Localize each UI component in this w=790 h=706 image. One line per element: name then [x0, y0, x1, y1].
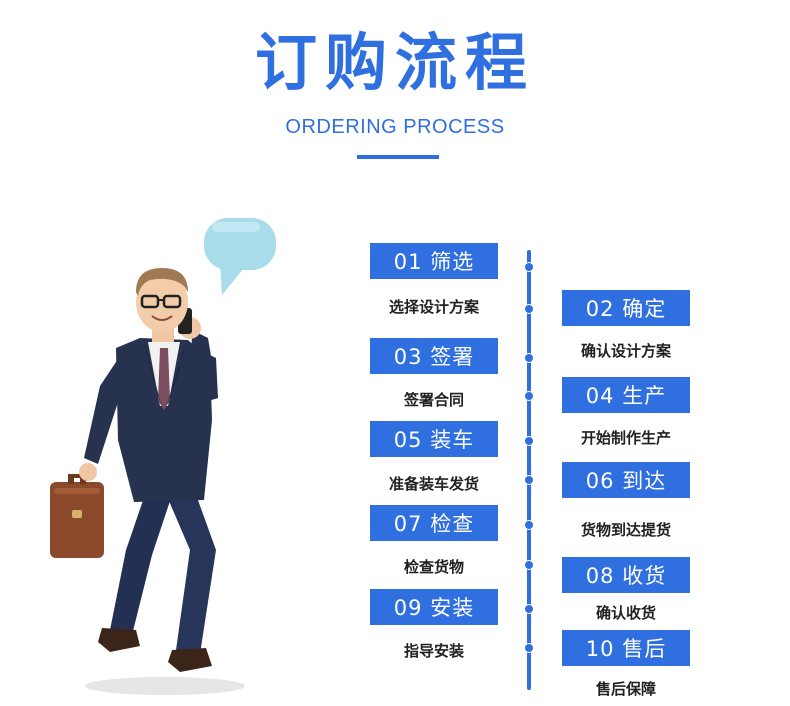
timeline-dot [524, 475, 534, 485]
step-label: 05 装车 [370, 421, 498, 457]
page-title: 订购流程 [254, 26, 535, 99]
step-label: 07 检查 [370, 505, 498, 541]
title-underline [357, 155, 439, 159]
step-desc: 开始制作生产 [580, 429, 671, 447]
step-desc: 准备装车发货 [388, 475, 479, 493]
step-label: 10 售后 [562, 630, 690, 666]
timeline-dot [524, 520, 534, 530]
step-label: 01 筛选 [370, 243, 498, 279]
businessman-figure [50, 218, 276, 695]
timeline-dot [524, 304, 534, 314]
step-desc: 货物到达提货 [580, 521, 671, 539]
step-desc: 确认收货 [595, 604, 656, 622]
step-desc: 售后保障 [595, 680, 656, 698]
timeline-dot [524, 353, 534, 363]
step-label: 03 签署 [370, 338, 498, 374]
step-desc: 选择设计方案 [388, 298, 479, 316]
step-label: 09 安装 [370, 589, 498, 625]
timeline-dot [524, 560, 534, 570]
step-label: 04 生产 [562, 377, 690, 413]
timeline-dot [524, 604, 534, 614]
timeline-dot [524, 262, 534, 272]
briefcase-icon [50, 474, 104, 558]
step-desc: 确认设计方案 [580, 342, 671, 360]
step-desc: 指导安装 [403, 642, 464, 660]
timeline-line [527, 250, 531, 690]
businessman-illustration [40, 210, 300, 700]
step-label: 06 到达 [562, 462, 690, 498]
step-label: 02 确定 [562, 290, 690, 326]
page-subtitle: ORDERING PROCESS [285, 116, 505, 138]
step-desc: 检查货物 [403, 558, 464, 576]
timeline-dot [524, 391, 534, 401]
speech-bubble-icon [204, 218, 276, 295]
step-desc: 签署合同 [403, 391, 464, 409]
step-label: 08 收货 [562, 557, 690, 593]
timeline-dot [524, 643, 534, 653]
timeline-dot [524, 436, 534, 446]
